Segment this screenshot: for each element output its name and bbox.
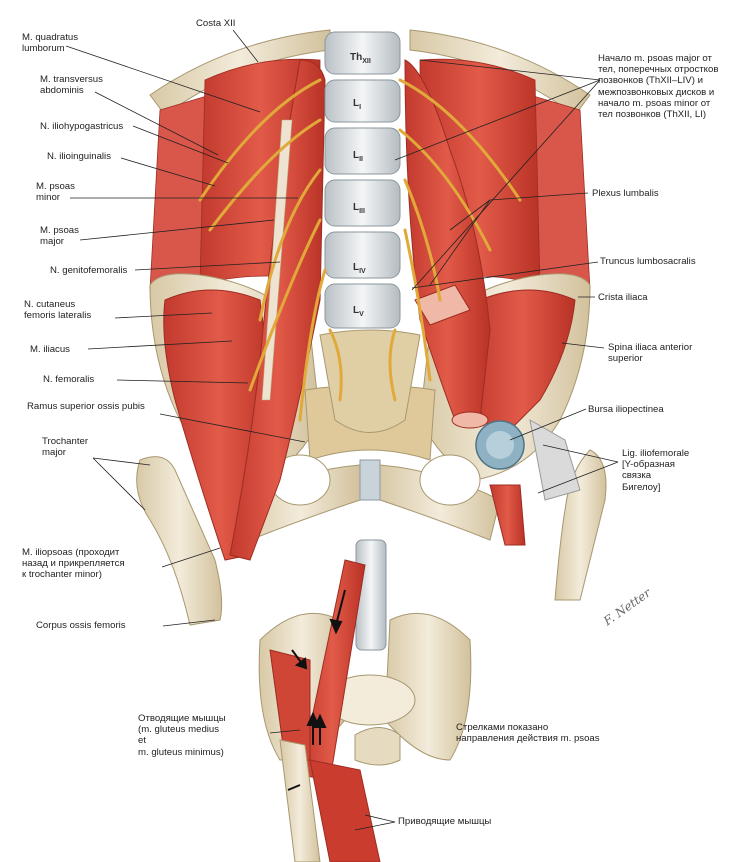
label-psoas-major: M. psoas major bbox=[40, 225, 79, 248]
label-lig-iliofemorale: Lig. iliofemorale [Y-образная связка Биг… bbox=[622, 448, 690, 493]
label-trochanter-major: Trochanter major bbox=[42, 436, 89, 459]
label-plexus-lumbalis: Plexus lumbalis bbox=[592, 188, 659, 199]
label-adductors: Приводящие мышцы bbox=[398, 816, 492, 827]
label-psoas-origin: Начало m. psoas major от тел, поперечных… bbox=[598, 53, 719, 121]
iliofemoral-ligament bbox=[529, 419, 581, 501]
lower-figure bbox=[258, 539, 472, 862]
sacrum bbox=[319, 329, 421, 433]
label-iliohypogastricus: N. iliohypogastricus bbox=[40, 121, 124, 132]
label-cutaneus-femoris: N. cutaneus femoris lateralis bbox=[24, 299, 92, 322]
vertebra-label-l2: LII bbox=[353, 150, 363, 163]
label-corpus-femoris: Corpus ossis femoris bbox=[36, 620, 126, 631]
psoas-stump-right bbox=[475, 420, 526, 546]
vertebra-label-l5: LV bbox=[353, 305, 364, 318]
action-arrows bbox=[287, 589, 346, 791]
label-costa-xii: Costa XII bbox=[196, 18, 236, 29]
label-bursa-iliopectinea: Bursa iliopectinea bbox=[588, 404, 664, 415]
label-crista-iliaca: Crista iliaca bbox=[598, 292, 648, 303]
label-ilioinguinalis: N. ilioinguinalis bbox=[47, 151, 111, 162]
label-arrows-note: Стрелками показано направления действия … bbox=[456, 722, 600, 745]
label-spina-iliaca: Spina iliaca anterior superior bbox=[608, 342, 693, 365]
vertebra-label-th12: ThXII bbox=[350, 52, 371, 65]
vertebra-label-l3: LIII bbox=[353, 202, 365, 215]
femurs bbox=[136, 449, 607, 626]
label-abductors: Отводящие мышцы (m. gluteus medius et m.… bbox=[138, 713, 226, 758]
psoas-major-right bbox=[404, 59, 491, 429]
label-psoas-minor: M. psoas minor bbox=[36, 181, 75, 204]
nerves bbox=[198, 78, 522, 422]
vertebral-column bbox=[324, 31, 401, 329]
label-iliacus: M. iliacus bbox=[30, 344, 70, 355]
label-ramus-superior: Ramus superior ossis pubis bbox=[27, 401, 145, 412]
vertebra-label-l4: LIV bbox=[353, 262, 366, 275]
label-genitofemoralis: N. genitofemoralis bbox=[50, 265, 128, 276]
label-femoralis: N. femoralis bbox=[43, 374, 95, 385]
label-truncus-lumbosacralis: Truncus lumbosacralis bbox=[600, 256, 696, 267]
label-iliopsoas: M. iliopsoas (проходит назад и прикрепля… bbox=[22, 547, 125, 581]
transversus-abdominis bbox=[149, 94, 591, 291]
leader-lines bbox=[65, 29, 619, 831]
label-quadratus-lumborum: M. quadratus lumborum bbox=[22, 32, 78, 55]
psoas-minor bbox=[261, 119, 293, 401]
label-transversus-abdominis: M. transversus abdominis bbox=[40, 74, 103, 97]
vertebra-label-l1: LI bbox=[353, 98, 362, 111]
